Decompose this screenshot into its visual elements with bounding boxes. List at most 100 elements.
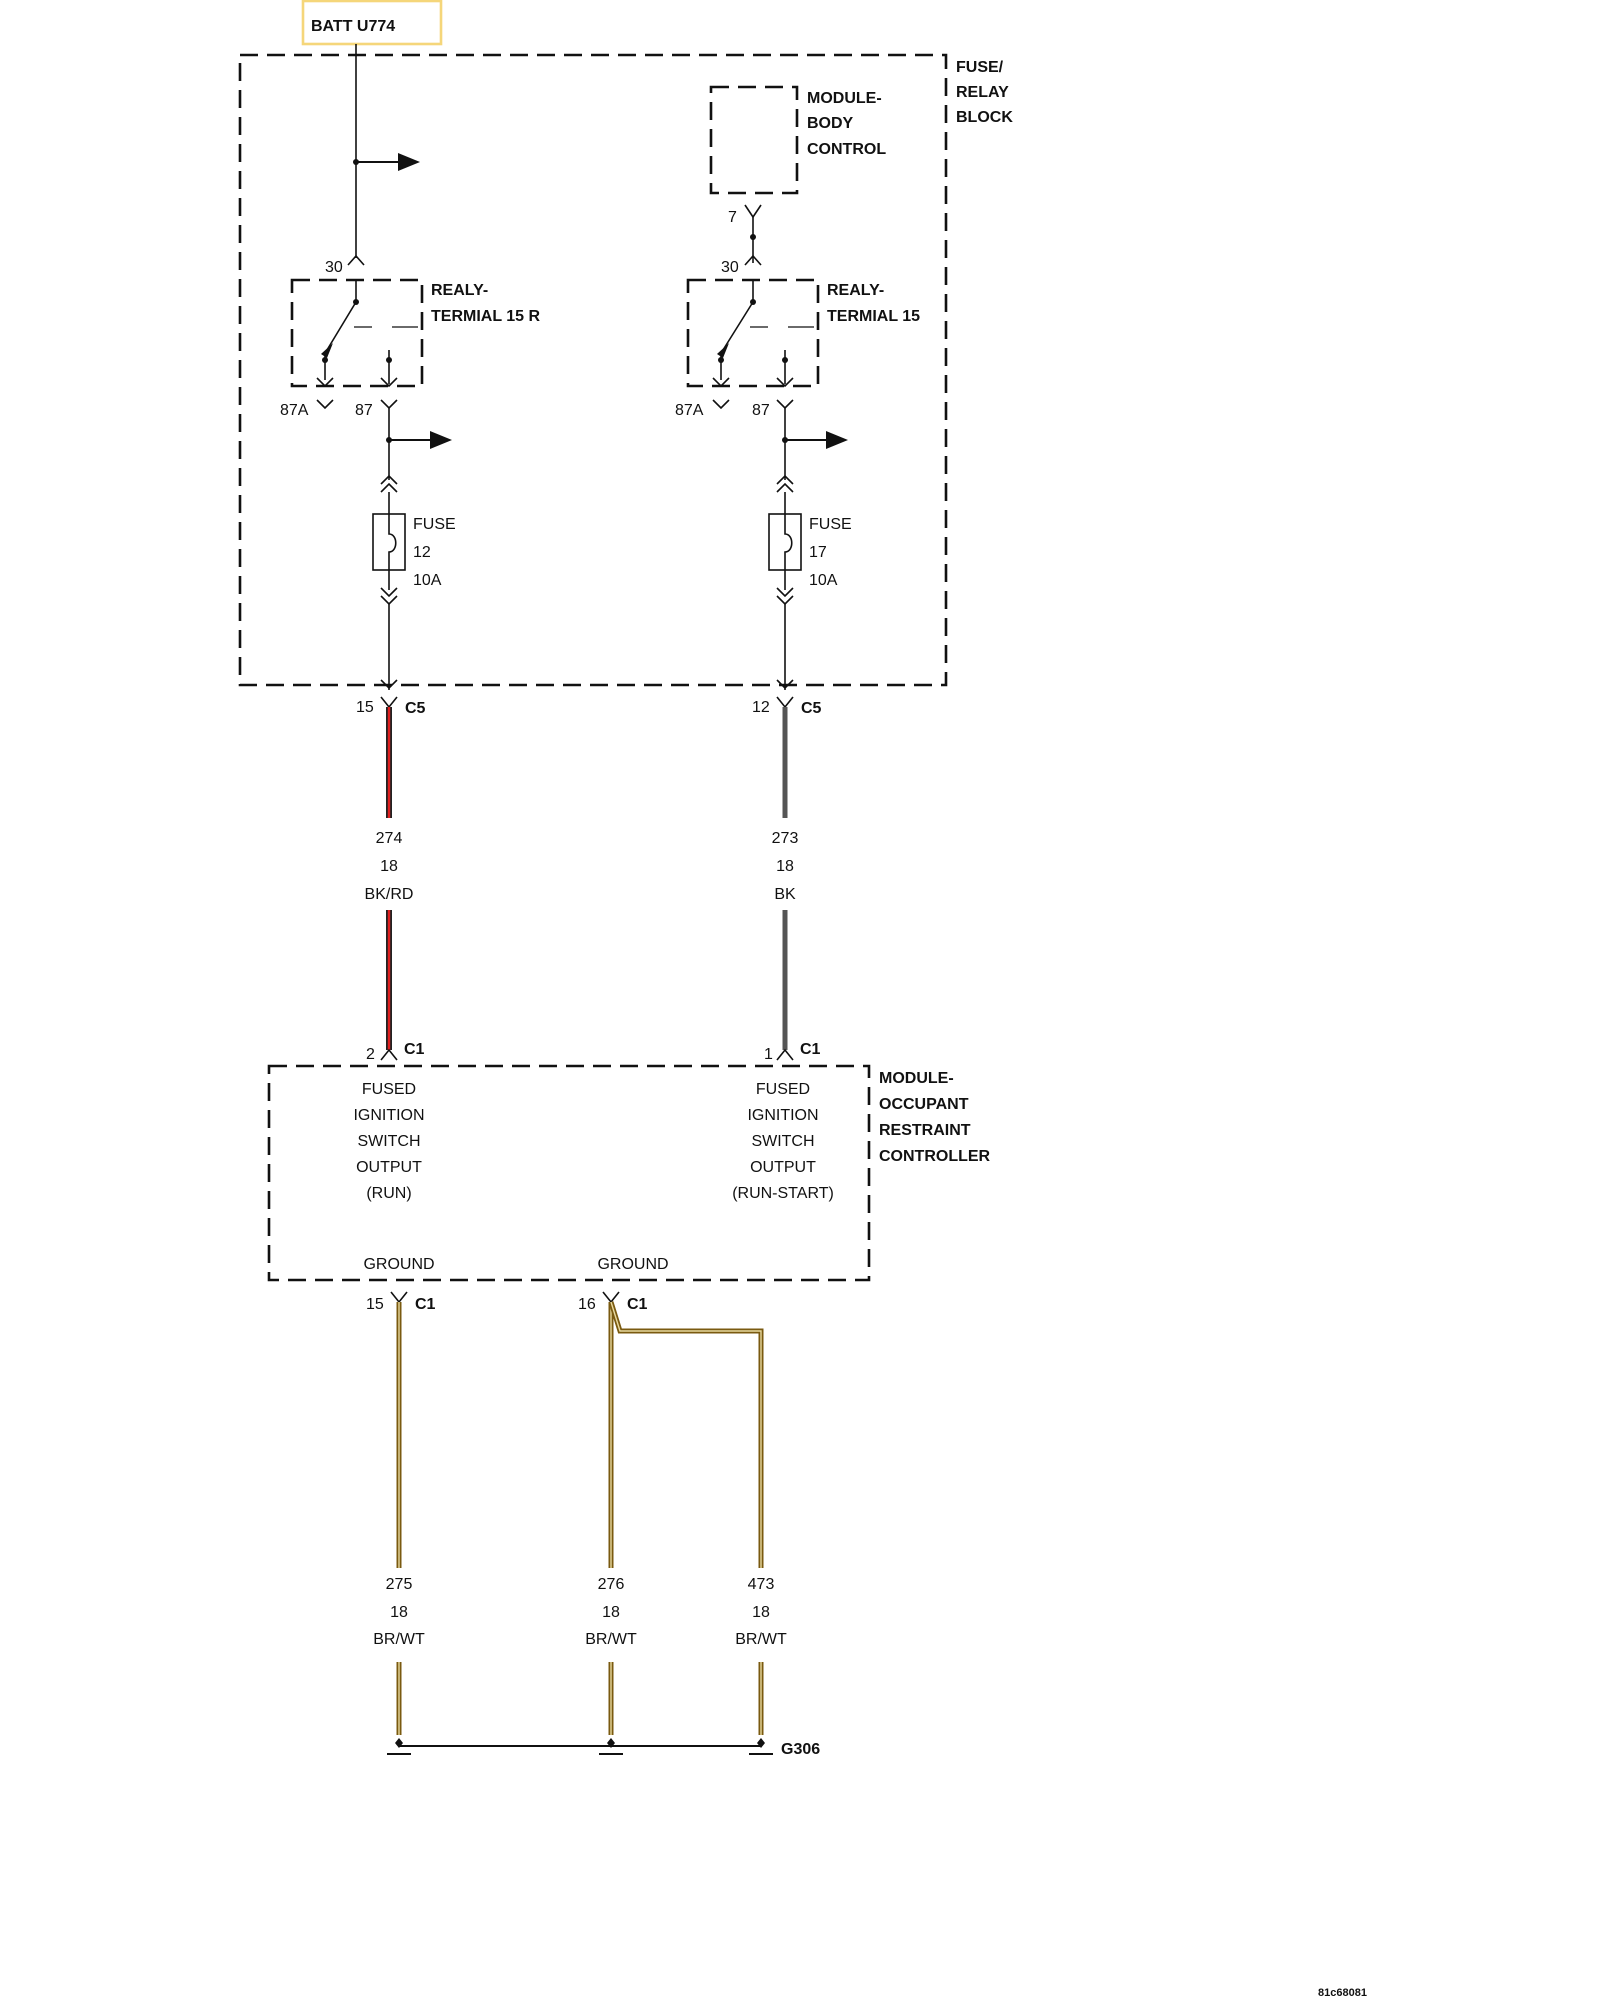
battery-label-box — [301, 0, 443, 46]
module-body-control-label: MODULE- BODY CONTROL — [807, 90, 886, 158]
svg-text:1: 1 — [764, 1046, 773, 1063]
wire-276-circuit: 276 — [598, 1576, 625, 1593]
relay-left-pin-30-connector — [347, 254, 365, 266]
svg-text:C5: C5 — [405, 700, 426, 717]
figure-id: 81c68081 — [1318, 1987, 1367, 1999]
orc-runstart-input-label: FUSED IGNITION SWITCH OUTPUT (RUN-START) — [732, 1081, 834, 1202]
wire-273: 273 18 BK — [772, 707, 799, 1050]
svg-text:C1: C1 — [404, 1041, 425, 1058]
wire-274: 274 18 BK/RD — [365, 707, 414, 1050]
ground-g306: G306 — [387, 1738, 820, 1758]
svg-text:30: 30 — [325, 259, 343, 276]
svg-text:(RUN-START): (RUN-START) — [732, 1185, 834, 1202]
wire-275-circuit: 275 — [386, 1576, 413, 1593]
wire-275-color: BR/WT — [373, 1631, 425, 1648]
connector-c1-pin-15: 15 C1 — [366, 1291, 436, 1313]
svg-text:30: 30 — [721, 259, 739, 276]
svg-text:C1: C1 — [415, 1296, 436, 1313]
svg-text:FUSED: FUSED — [362, 1081, 416, 1098]
svg-text:TERMIAL 15 R: TERMIAL 15 R — [431, 308, 541, 325]
svg-text:OCCUPANT: OCCUPANT — [879, 1096, 969, 1113]
svg-text:MODULE-: MODULE- — [807, 90, 882, 107]
svg-text:7: 7 — [728, 209, 737, 226]
ground-terminal-1-icon — [387, 1738, 411, 1755]
wire-275-gauge: 18 — [390, 1604, 408, 1621]
ground-terminal-3-icon — [749, 1738, 773, 1755]
wire-274-color: BK/RD — [365, 886, 414, 903]
relay-right-switch-blade — [722, 301, 754, 351]
connector-c5-pin-15: 15 C5 — [356, 679, 426, 717]
svg-text:87A: 87A — [675, 402, 704, 419]
wire-473: 473 18 BR/WT — [608, 1301, 787, 1735]
wire-276-gauge: 18 — [602, 1604, 620, 1621]
relay-right-branch-arrow — [785, 431, 848, 449]
svg-text:FUSED: FUSED — [756, 1081, 810, 1098]
orc-module-boundary — [267, 1064, 871, 1282]
battery-source: BATT U774 — [301, 0, 443, 46]
wire-275: 275 18 BR/WT — [373, 1302, 425, 1735]
svg-text:10A: 10A — [413, 572, 442, 589]
svg-text:MODULE-: MODULE- — [879, 1070, 954, 1087]
svg-text:SWITCH: SWITCH — [751, 1133, 814, 1150]
wire-473-color: BR/WT — [735, 1631, 787, 1648]
svg-text:16: 16 — [578, 1296, 596, 1313]
wire-473-circuit: 473 — [748, 1576, 775, 1593]
ground-terminal-2-icon — [599, 1738, 623, 1755]
svg-text:C1: C1 — [627, 1296, 648, 1313]
relay-right-label: REALY- TERMIAL 15 — [827, 282, 920, 325]
relay-left-branch-arrow — [389, 431, 452, 449]
fuse-12: FUSE 12 10A — [372, 474, 456, 606]
svg-text:REALY-: REALY- — [827, 282, 884, 299]
module-body-control-pin: 7 — [728, 204, 762, 263]
wire-274-circuit: 274 — [376, 830, 403, 847]
svg-text:IGNITION: IGNITION — [747, 1107, 818, 1124]
orc-ground-label-1: GROUND — [363, 1256, 434, 1273]
fuse-relay-block-boundary — [238, 53, 948, 687]
connector-c1-pin-1: 1 C1 — [764, 1041, 821, 1063]
svg-text:CONTROL: CONTROL — [807, 141, 886, 158]
svg-text:C5: C5 — [801, 700, 822, 717]
svg-text:CONTROLLER: CONTROLLER — [879, 1148, 991, 1165]
wire-273-circuit: 273 — [772, 830, 799, 847]
svg-text:TERMIAL 15: TERMIAL 15 — [827, 308, 920, 325]
fuse-17: FUSE 17 10A — [768, 474, 852, 606]
svg-text:SWITCH: SWITCH — [357, 1133, 420, 1150]
svg-text:OUTPUT: OUTPUT — [356, 1159, 422, 1176]
wire-276-color: BR/WT — [585, 1631, 637, 1648]
wire-276: 276 18 BR/WT — [585, 1302, 637, 1735]
svg-text:IGNITION: IGNITION — [353, 1107, 424, 1124]
svg-text:REALY-: REALY- — [431, 282, 488, 299]
svg-text:87: 87 — [752, 402, 770, 419]
svg-text:BODY: BODY — [807, 115, 854, 132]
relay-left-switch-blade — [326, 301, 357, 351]
svg-text:15: 15 — [366, 1296, 384, 1313]
svg-text:12: 12 — [413, 544, 431, 561]
svg-text:12: 12 — [752, 699, 770, 716]
relay-terminal-15r: 30 87A 87 REALY- TERMIAL 15 R — [280, 254, 541, 419]
svg-text:RELAY: RELAY — [956, 84, 1009, 101]
wire-273-gauge: 18 — [776, 858, 794, 875]
ground-label: G306 — [781, 1741, 820, 1758]
svg-text:BLOCK: BLOCK — [956, 109, 1013, 126]
svg-text:OUTPUT: OUTPUT — [750, 1159, 816, 1176]
relay-terminal-15: 30 87A 87 REALY- TERMIAL 15 — [675, 254, 920, 419]
wire-274-gauge: 18 — [380, 858, 398, 875]
battery-branch-arrow — [356, 153, 420, 171]
svg-text:FUSE: FUSE — [413, 516, 456, 533]
svg-text:10A: 10A — [809, 572, 838, 589]
connector-c1-pin-2: 2 C1 — [366, 1041, 425, 1063]
svg-text:(RUN): (RUN) — [366, 1185, 411, 1202]
module-body-control-boundary — [709, 85, 799, 195]
fuse-relay-block-label: FUSE/ RELAY BLOCK — [956, 59, 1013, 126]
orc-run-input-label: FUSED IGNITION SWITCH OUTPUT (RUN) — [353, 1081, 424, 1202]
svg-text:RESTRAINT: RESTRAINT — [879, 1122, 971, 1139]
svg-text:15: 15 — [356, 699, 374, 716]
svg-text:87: 87 — [355, 402, 373, 419]
svg-text:FUSE/: FUSE/ — [956, 59, 1004, 76]
orc-ground-label-2: GROUND — [597, 1256, 668, 1273]
battery-label: BATT U774 — [311, 18, 395, 35]
svg-text:2: 2 — [366, 1046, 375, 1063]
relay-left-label: REALY- TERMIAL 15 R — [431, 282, 541, 325]
orc-module-label: MODULE- OCCUPANT RESTRAINT CONTROLLER — [879, 1070, 991, 1165]
